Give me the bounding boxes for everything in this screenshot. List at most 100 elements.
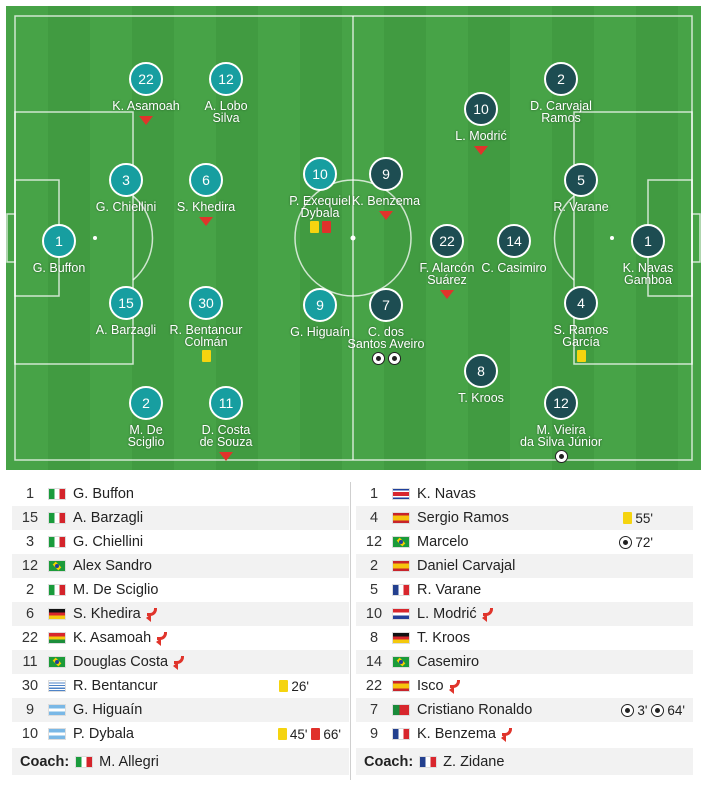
shirt-number: 8: [369, 630, 379, 646]
player-name: C. Casimiro: [481, 261, 547, 275]
player-marker[interactable]: 2 D. Carvajal Ramos: [501, 62, 621, 124]
player-marker[interactable]: 9 K. Benzema: [326, 157, 446, 222]
player-link[interactable]: Douglas Costa: [73, 654, 169, 670]
player-marker[interactable]: 4 S. Ramos García: [521, 286, 641, 363]
coach-row: Coach:Z. Zidane: [356, 748, 693, 775]
player-events: 72': [619, 530, 653, 554]
player-link[interactable]: Alex Sandro: [73, 558, 152, 574]
player-link[interactable]: G. Buffon: [73, 486, 134, 502]
player-name: G. Chiellini: [95, 200, 157, 214]
player-link[interactable]: P. Dybala: [73, 726, 134, 742]
player-marker[interactable]: 10 L. Modrić: [421, 92, 541, 157]
ghana-flag-icon: [48, 632, 66, 644]
player-link[interactable]: Daniel Carvajal: [417, 558, 516, 574]
shirt-number: 30: [21, 678, 39, 694]
player-marker[interactable]: 12 A. Lobo Silva: [166, 62, 286, 124]
player-number: 6: [189, 163, 223, 197]
player-name: C. dos Santos Aveiro: [347, 325, 425, 351]
player-number: 9: [303, 288, 337, 322]
player-marks: [326, 351, 446, 365]
player-link[interactable]: K. Asamoah: [73, 630, 152, 646]
player-number: 1: [42, 224, 76, 258]
croatia-flag-icon: [392, 608, 410, 620]
player-link[interactable]: G. Chiellini: [73, 534, 144, 550]
player-marker[interactable]: 1 K. Navas Gamboa: [588, 224, 701, 286]
player-marker[interactable]: 6 S. Khedira: [146, 163, 266, 228]
player-number: 30: [189, 286, 223, 320]
spain-flag-icon: [392, 680, 410, 692]
italy-flag-icon: [75, 755, 94, 768]
goal-ball-icon: [619, 535, 633, 549]
coach-name[interactable]: M. Allegri: [99, 753, 159, 770]
lineup-row[interactable]: 9 K. Benzema: [356, 722, 693, 746]
yellow-card-icon: [277, 728, 287, 740]
player-link[interactable]: A. Barzagli: [73, 510, 144, 526]
lineup-row[interactable]: 22 Isco: [356, 674, 693, 698]
player-name: S. Ramos García: [553, 323, 609, 349]
costa-rica-flag-icon: [392, 488, 410, 500]
shirt-number: 22: [365, 678, 383, 694]
player-link[interactable]: G. Higuaín: [73, 702, 143, 718]
player-marker[interactable]: 3 G. Chiellini: [66, 163, 186, 213]
player-link[interactable]: Isco: [417, 678, 444, 694]
player-marker[interactable]: 12 M. Vieira da Silva Júnior: [501, 386, 621, 463]
player-link[interactable]: T. Kroos: [417, 630, 471, 646]
lineup-row[interactable]: 14 Casemiro: [356, 650, 693, 674]
player-marker[interactable]: 22 K. Asamoah: [86, 62, 206, 127]
player-marker[interactable]: 11 D. Costa de Souza: [166, 386, 286, 463]
player-link[interactable]: L. Modrić: [417, 606, 477, 622]
player-link[interactable]: R. Bentancur: [73, 678, 158, 694]
player-marks: [387, 287, 507, 301]
player-marker[interactable]: 1 G. Buffon: [6, 224, 119, 274]
player-name: K. Asamoah: [112, 99, 180, 113]
player-link[interactable]: K. Navas: [417, 486, 476, 502]
lineup-row[interactable]: 8 T. Kroos: [356, 626, 693, 650]
player-link[interactable]: K. Benzema: [417, 726, 496, 742]
player-link[interactable]: R. Varane: [417, 582, 482, 598]
player-marker[interactable]: 22 F. Alarcón Suárez: [387, 224, 507, 301]
player-link[interactable]: M. De Sciglio: [73, 582, 159, 598]
goal-ball-icon: [621, 703, 635, 717]
player-marker[interactable]: 7 C. dos Santos Aveiro: [326, 288, 446, 365]
shirt-number: 14: [365, 654, 383, 670]
coach-name[interactable]: Z. Zidane: [443, 753, 505, 770]
player-link[interactable]: Sergio Ramos: [417, 510, 509, 526]
event-minute: 55': [635, 510, 653, 526]
player-marker[interactable]: 9 G. Higuaín: [260, 288, 380, 338]
player-marker[interactable]: 2 M. De Sciglio: [86, 386, 206, 448]
player-marker[interactable]: 14 C. Casimiro: [454, 224, 574, 274]
player-link[interactable]: Marcelo: [417, 534, 469, 550]
player-marker[interactable]: 5 R. Varane: [521, 163, 641, 213]
player-marker[interactable]: 10 P. Exequiel Dybala: [260, 157, 380, 234]
goal-ball-icon: [651, 703, 665, 717]
brazil-flag-icon: [392, 656, 410, 668]
player-marks: [146, 349, 266, 363]
player-marker[interactable]: 30 R. Bentancur Colmán: [146, 286, 266, 363]
player-marker[interactable]: 8 T. Kroos: [421, 354, 541, 404]
player-link[interactable]: S. Khedira: [73, 606, 141, 622]
player-number: 22: [129, 62, 163, 96]
player-marker[interactable]: 15 A. Barzagli: [66, 286, 186, 336]
player-link[interactable]: Casemiro: [417, 654, 480, 670]
player-link[interactable]: Cristiano Ronaldo: [417, 702, 533, 718]
shirt-number: 9: [369, 726, 379, 742]
